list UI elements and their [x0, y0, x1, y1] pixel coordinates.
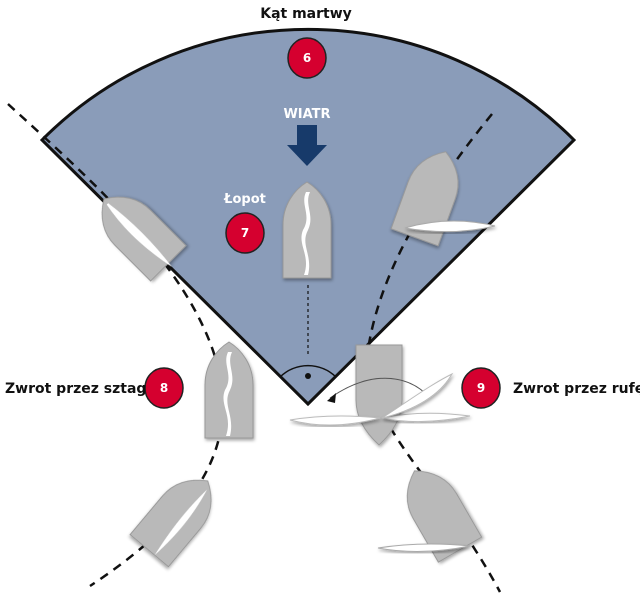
marker-8: 8 [144, 367, 184, 409]
sail-jibe-2 [381, 412, 471, 423]
right-angle-arc [279, 364, 337, 378]
marker-7: 7 [225, 212, 265, 254]
sail-jibe-1 [289, 415, 381, 426]
svg-text:6: 6 [303, 51, 311, 65]
boat-lower-right [406, 470, 483, 563]
wind-label: WIATR [283, 107, 330, 122]
marker-9: 9 [461, 367, 501, 409]
wind-arrow-icon [287, 125, 327, 166]
dead-angle-title: Kąt martwy [260, 6, 352, 22]
boat-upper-left [101, 196, 187, 282]
right-angle-dot [305, 373, 311, 379]
boat-luffing [282, 181, 332, 279]
jibe-label: Zwrot przez rufę [513, 381, 640, 397]
luffing-label: Łopot [223, 192, 266, 207]
svg-text:9: 9 [477, 381, 485, 395]
boat-tacking [204, 341, 254, 439]
sail-jibe-3 [381, 372, 454, 419]
marker-6: 6 [287, 37, 327, 79]
boat-jibing [355, 344, 403, 446]
sail-lower-right [377, 543, 471, 553]
sail-upper-right [404, 220, 496, 233]
tack-label: Zwrot przez sztag [5, 381, 146, 397]
jibe-arrow-head-icon [327, 393, 336, 403]
boat-lower-left [129, 479, 212, 568]
svg-text:7: 7 [241, 226, 249, 240]
course-line-left [7, 103, 225, 588]
svg-text:8: 8 [160, 381, 168, 395]
jibe-turn-arrow [329, 377, 426, 399]
